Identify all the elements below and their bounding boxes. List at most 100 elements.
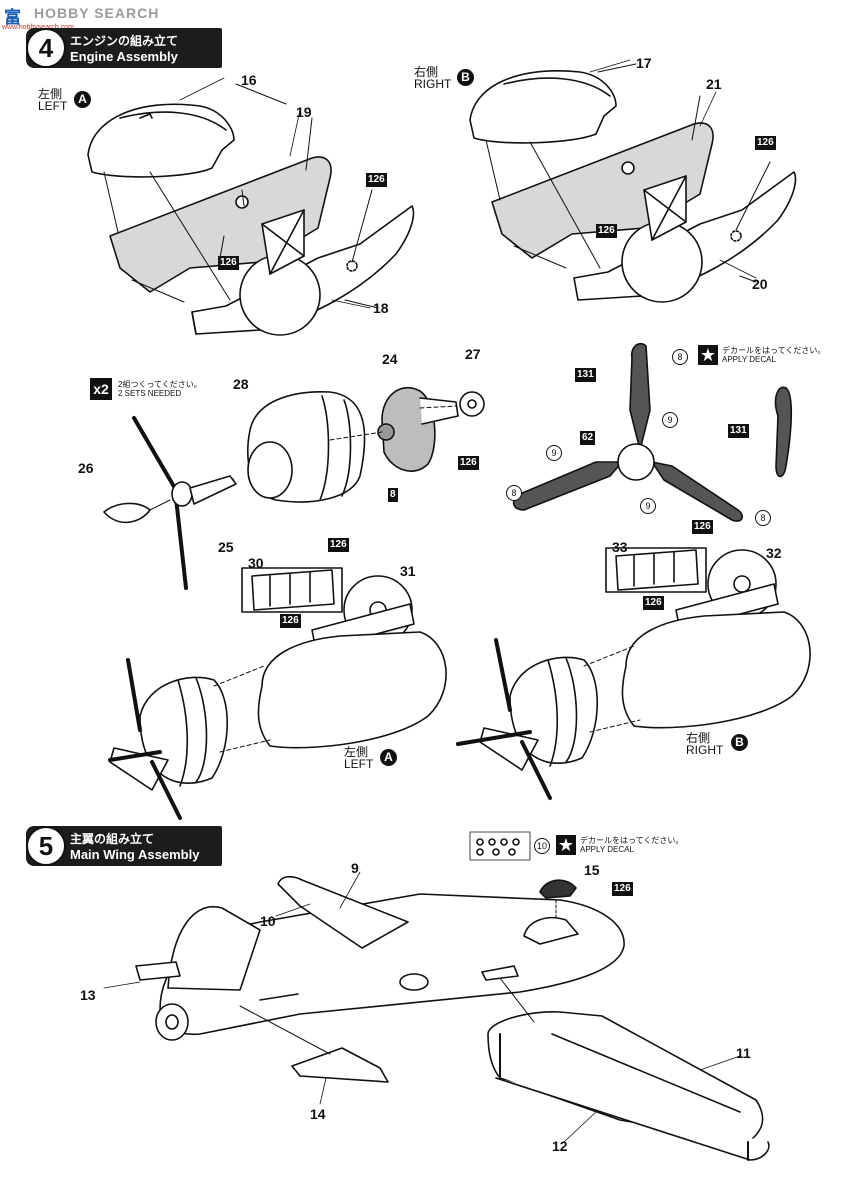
step-5-header: 5 主翼の組み立て Main Wing Assembly [26, 826, 222, 866]
paint-code-126: 126 [596, 224, 617, 238]
callout-28: 28 [233, 376, 249, 392]
decal-number-8: 8 [672, 349, 688, 365]
callout-33: 33 [612, 539, 628, 555]
callout-19: 19 [296, 104, 312, 120]
part-62-spinner [617, 443, 655, 481]
side-label-en: RIGHT [414, 77, 452, 91]
paint-code-131: 131 [575, 368, 596, 382]
callout-12: 12 [552, 1138, 568, 1154]
callout-10: 10 [260, 913, 276, 929]
part-15-canopy [539, 879, 577, 899]
side-badge-b: B [731, 734, 748, 751]
propeller-left [108, 658, 182, 820]
make-two-en: 2 SETS NEEDED [118, 389, 182, 398]
watermark-text: HOBBY SEARCH [34, 5, 160, 21]
side-badge-a: A [74, 91, 91, 108]
callout-18: 18 [373, 300, 389, 316]
decal-note-en: APPLY DECAL [722, 355, 776, 364]
decal-note-en: APPLY DECAL [580, 845, 634, 854]
paint-code-126: 126 [755, 136, 776, 150]
decal-note-bottom: デカールをはってください。 APPLY DECAL [580, 836, 683, 854]
decal-number-9: 9 [662, 412, 678, 428]
part-131-blade-left [512, 461, 623, 511]
decal-note-jp: デカールをはってください。 [580, 836, 684, 845]
part-131-blade-single [774, 386, 793, 478]
canopy [523, 916, 579, 945]
watermark-url: www.hobbysearch.com [2, 24, 74, 31]
engine-nacelle-left [257, 631, 447, 749]
paint-code-126: 126 [612, 882, 633, 896]
callout-14: 14 [310, 1106, 326, 1122]
side-label-jp: 右側 [686, 731, 711, 745]
decal-number-10: 10 [534, 838, 550, 854]
callout-30: 30 [248, 555, 264, 571]
part-21-cowl-inner [491, 122, 714, 259]
paint-code-126: 126 [280, 614, 301, 628]
callout-21: 21 [706, 76, 722, 92]
part-131-blade-up [629, 342, 651, 451]
side-label-right-bottom: 右側 RIGHT [686, 732, 723, 756]
callout-25: 25 [218, 539, 234, 555]
make-two-mark: x2 [90, 378, 112, 400]
step-5-title-jp: 主翼の組み立て [70, 832, 155, 846]
make-two-jp: 2組つくってください。 [118, 380, 202, 389]
callout-27: 27 [465, 346, 481, 362]
paint-code-126: 126 [692, 520, 713, 534]
decal-number-9: 9 [546, 445, 562, 461]
side-badge-b: B [457, 69, 474, 86]
side-label-left-bottom: 左側 LEFT [344, 746, 373, 770]
make-two-note: 2組つくってください。 2 SETS NEEDED [118, 380, 202, 398]
callout-9: 9 [351, 860, 359, 876]
side-label-jp: 左側 [344, 745, 369, 759]
callout-16: 16 [241, 72, 257, 88]
paint-code-126: 126 [643, 596, 664, 610]
step-4-title-en: Engine Assembly [70, 49, 178, 64]
step-4-header: 4 エンジンの組み立て Engine Assembly [26, 28, 222, 68]
callout-8: 8 [388, 488, 398, 502]
callout-11: 11 [736, 1045, 751, 1061]
side-badge-a: A [380, 749, 397, 766]
paint-code-62: 62 [580, 431, 596, 445]
side-label-left-top: 左側 LEFT [38, 88, 67, 112]
part-16-cowl-top [87, 103, 235, 178]
paint-code-126: 126 [366, 173, 387, 187]
paint-code-126: 126 [458, 456, 479, 470]
side-label-en: LEFT [344, 757, 374, 771]
watermark-logo: 富 [4, 8, 21, 27]
part-131-blade-right [651, 461, 744, 522]
side-label-right-top: 右側 RIGHT [414, 66, 451, 90]
paint-code-131: 131 [728, 424, 749, 438]
decal-star-icon: ★ [556, 835, 576, 855]
decal-star-icon: ★ [698, 345, 718, 365]
callout-13: 13 [80, 987, 96, 1003]
callout-31: 31 [400, 563, 416, 579]
step-5-number: 5 [26, 826, 66, 866]
callout-17: 17 [636, 55, 652, 71]
step-4-title-jp: エンジンの組み立て [70, 34, 179, 48]
side-label-en: RIGHT [686, 743, 724, 757]
callout-32: 32 [766, 545, 782, 561]
decal-note-jp: デカールをはってください。 [722, 346, 826, 355]
callout-20: 20 [752, 276, 768, 292]
part-26-spinner [103, 502, 151, 524]
decal-number-8: 8 [506, 485, 522, 501]
callout-24: 24 [382, 351, 398, 367]
callout-15: 15 [584, 862, 600, 878]
engine-nacelle-right [621, 611, 811, 729]
callout-26: 26 [78, 460, 94, 476]
side-label-jp: 右側 [414, 65, 439, 79]
side-label-jp: 左側 [38, 87, 63, 101]
part-17-cowl-top [469, 70, 617, 144]
decal-number-8: 8 [755, 510, 771, 526]
part-11-12-main-wing [487, 1011, 764, 1143]
paint-code-126: 126 [218, 256, 239, 270]
part-19-cowl-inner [109, 156, 332, 293]
step-5-title-en: Main Wing Assembly [70, 847, 200, 862]
decal-note-top: デカールをはってください。 APPLY DECAL [722, 346, 825, 364]
paint-code-126: 126 [328, 538, 349, 552]
step-4-number: 4 [26, 28, 66, 68]
propeller-right [456, 638, 552, 800]
watermark: 富 HOBBY SEARCH www.hobbysearch.com [0, 0, 200, 31]
part-9-10-wing [277, 875, 409, 949]
